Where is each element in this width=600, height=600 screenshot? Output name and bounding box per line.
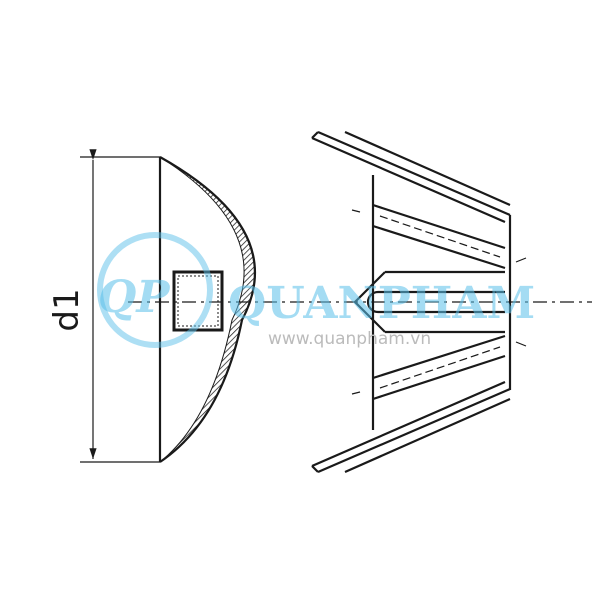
watermark-brand: QUANPHAM bbox=[228, 278, 535, 329]
dome-head-view bbox=[158, 156, 256, 463]
watermark: QP QUANPHAM www.quanpham.vn bbox=[97, 232, 535, 349]
watermark-logo: QP bbox=[98, 272, 171, 323]
anchor-side-view bbox=[311, 130, 527, 474]
dimension-label: d1 bbox=[47, 288, 87, 331]
watermark-url: www.quanpham.vn bbox=[268, 329, 431, 349]
dimension-d1: d1 bbox=[47, 149, 160, 463]
